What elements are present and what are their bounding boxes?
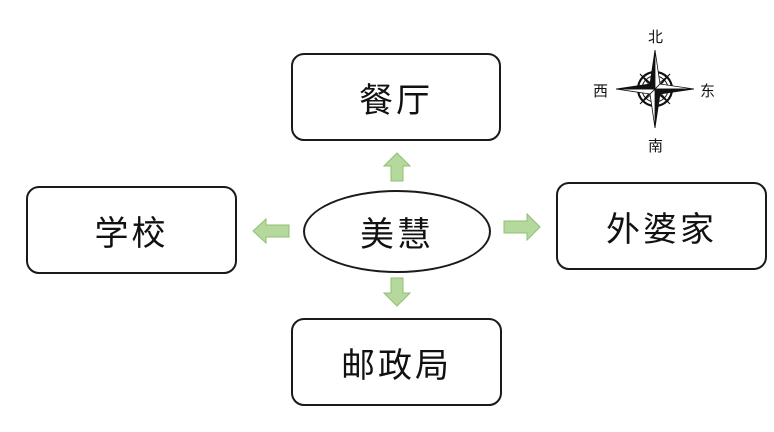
arrow-down-icon: [383, 277, 411, 307]
node-grandma-home: 外婆家: [556, 182, 767, 270]
compass: 北 南 西 东: [590, 22, 720, 157]
arrow-left-icon: [252, 218, 290, 244]
node-school-label: 学校: [94, 213, 169, 254]
compass-east-label: 东: [700, 82, 716, 100]
node-restaurant: 餐厅: [291, 53, 501, 141]
center-node-label: 美慧: [360, 215, 434, 255]
compass-north-label: 北: [648, 28, 664, 46]
compass-rose-icon: [615, 49, 695, 129]
node-school: 学校: [26, 186, 237, 274]
arrow-right-icon: [503, 213, 541, 241]
node-restaurant-label: 餐厅: [359, 80, 433, 121]
arrow-up-icon: [383, 152, 411, 182]
node-post-office-label: 邮政局: [341, 345, 452, 386]
compass-south-label: 南: [648, 137, 664, 155]
center-node: 美慧: [303, 190, 491, 273]
compass-west-label: 西: [593, 82, 609, 100]
node-post-office: 邮政局: [291, 318, 502, 406]
node-grandma-home-label: 外婆家: [606, 209, 717, 250]
